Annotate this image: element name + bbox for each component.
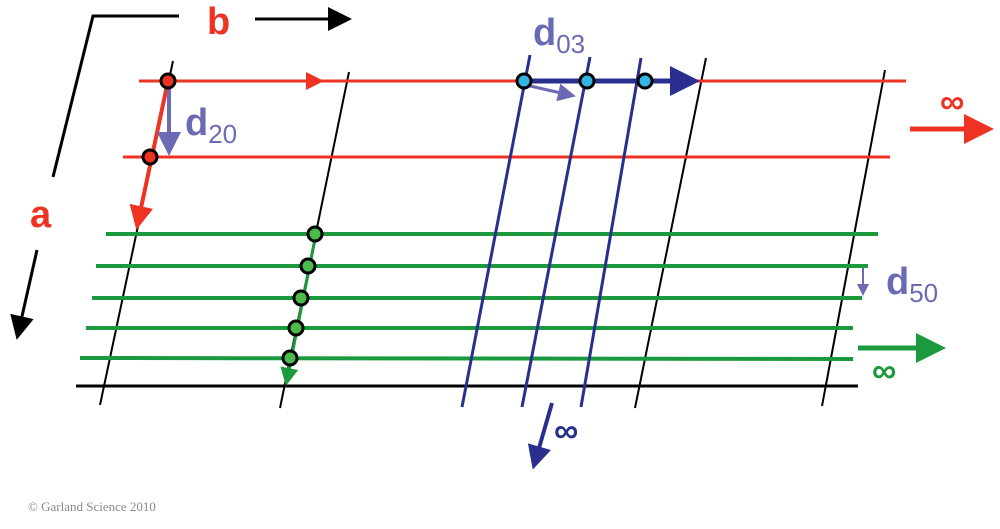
green-planes	[79, 232, 878, 386]
lattice-line	[821, 69, 886, 407]
label-d03: d03	[533, 12, 585, 59]
label-a: a	[30, 194, 52, 236]
blue-point	[515, 72, 533, 90]
green-point	[281, 349, 299, 367]
red-point	[141, 148, 159, 166]
blue-line	[460, 54, 532, 408]
copyright-text: © Garland Science 2010	[28, 499, 156, 514]
blue-line	[520, 56, 592, 408]
green-line	[79, 356, 854, 361]
blue-planes	[460, 54, 700, 470]
green-point	[306, 225, 324, 243]
label-infinity-red: ∞	[940, 83, 964, 121]
axis-frame	[10, 7, 352, 340]
green-point	[292, 289, 310, 307]
d03-arrow	[529, 83, 576, 102]
axis-a-arrow	[10, 249, 39, 340]
blue-point	[636, 72, 654, 90]
green-point	[299, 257, 317, 275]
spacing-arrows	[157, 83, 869, 296]
blue-line	[579, 57, 643, 408]
label-infinity-blue: ∞	[554, 412, 578, 450]
lattice-points	[141, 72, 654, 367]
axis-corner-line	[51, 14, 179, 178]
green-point	[287, 319, 305, 337]
label-d50: d50	[886, 261, 938, 308]
label-b: b	[207, 1, 230, 43]
red-point	[159, 72, 177, 90]
label-d20: d20	[185, 102, 237, 149]
blue-point	[578, 72, 596, 90]
red-planes	[123, 72, 906, 230]
blue-infinity-arrow	[527, 402, 554, 470]
label-infinity-green: ∞	[872, 352, 896, 390]
